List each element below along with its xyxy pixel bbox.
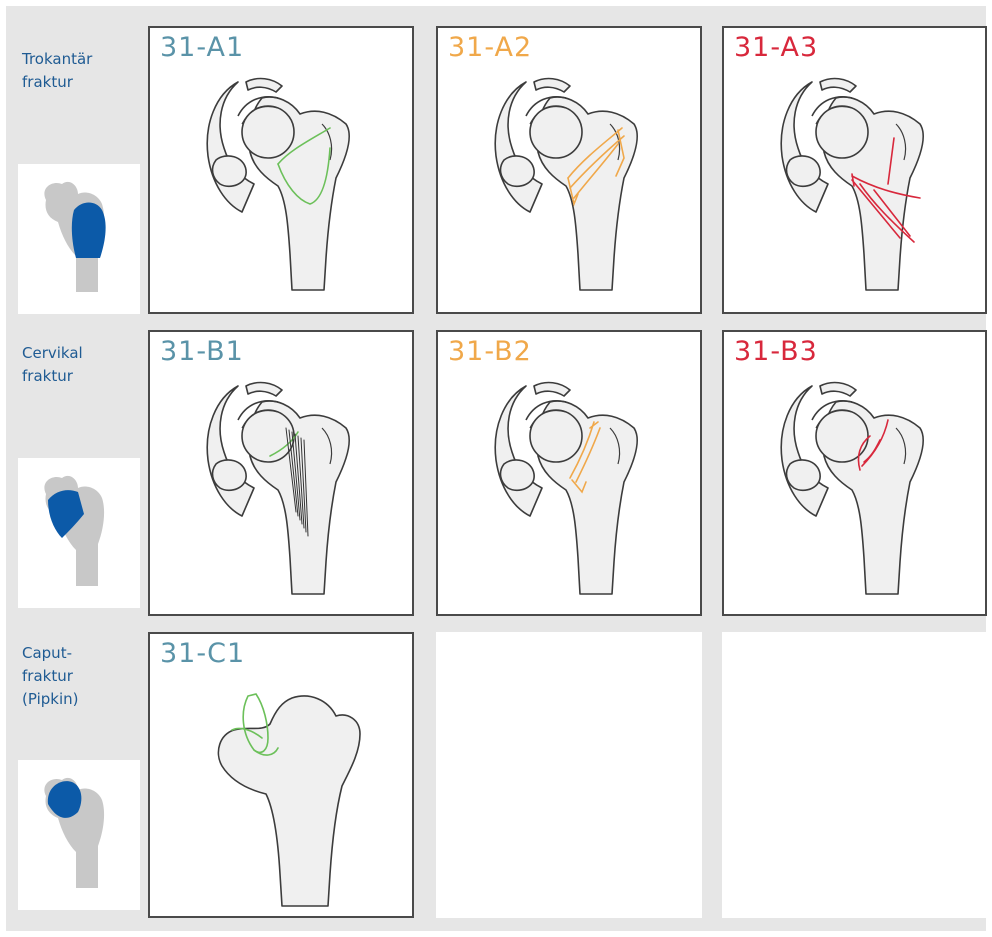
row-label-line: fraktur: [22, 365, 83, 388]
row-label-line: Cervikal: [22, 342, 83, 365]
fracture-panel: 31-B2: [436, 330, 702, 616]
row-label: Caput-fraktur(Pipkin): [22, 642, 78, 711]
row-label-line: fraktur: [22, 665, 78, 688]
region-thumbnail: [18, 164, 140, 314]
femur-drawing: [207, 383, 349, 594]
femur-drawing: [781, 79, 923, 290]
femur-drawing: [495, 79, 637, 290]
fracture-panel: 31-B3: [722, 330, 987, 616]
empty-panel: [436, 632, 702, 918]
row-label: Trokantärfraktur: [22, 48, 92, 94]
fracture-panel: 31-A1: [148, 26, 414, 314]
region-thumbnail: [18, 760, 140, 910]
classification-code: 31-B2: [448, 336, 532, 367]
femur-head-icon: [44, 778, 104, 888]
empty-panel: [722, 632, 987, 918]
row-label-line: Caput-: [22, 642, 78, 665]
row-label: Cervikalfraktur: [22, 342, 83, 388]
femur-trochanter-icon: [44, 182, 105, 292]
femur-drawing: [207, 79, 349, 290]
classification-code: 31-A1: [160, 32, 244, 63]
row-label-line: Trokantär: [22, 48, 92, 71]
fracture-panel: 31-A3: [722, 26, 987, 314]
femur-drawing: [781, 383, 923, 594]
classification-code: 31-B1: [160, 336, 244, 367]
fracture-panel: 31-A2: [436, 26, 702, 314]
femur-drawing: [218, 696, 360, 906]
femur-drawing: [495, 383, 637, 594]
fracture-panel: 31-B1: [148, 330, 414, 616]
fracture-panel: 31-C1: [148, 632, 414, 918]
classification-code: 31-B3: [734, 336, 818, 367]
classification-code: 31-A3: [734, 32, 818, 63]
femur-neck-icon: [44, 476, 104, 586]
row-label-line: (Pipkin): [22, 688, 78, 711]
classification-code: 31-A2: [448, 32, 532, 63]
row-label-line: fraktur: [22, 71, 92, 94]
classification-code: 31-C1: [160, 638, 245, 669]
region-thumbnail: [18, 458, 140, 608]
